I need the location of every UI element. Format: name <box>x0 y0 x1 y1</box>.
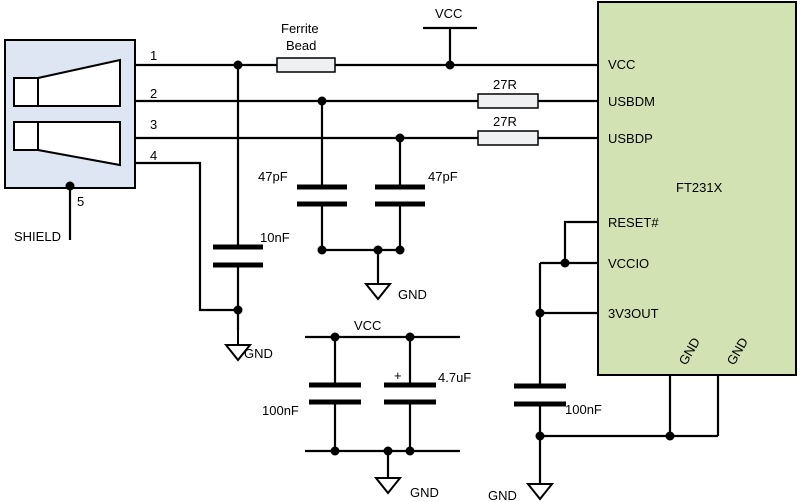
junction-dots <box>65 60 675 456</box>
capacitor-47pf-dm-label: 47pF <box>258 169 288 184</box>
capacitor-10nf <box>213 244 263 268</box>
capacitor-100nf-label: 100nF <box>262 403 299 418</box>
capacitor-100nf-decoupling <box>309 382 361 405</box>
ground-symbol <box>223 330 253 362</box>
chip-pin-usbdp: USBDP <box>608 131 653 146</box>
capacitor-47pf-dp-label: 47pF <box>428 169 458 184</box>
ft231x-chip <box>597 1 797 376</box>
connector-shield-pin: 5 <box>77 194 84 209</box>
connector-pin-1: 1 <box>150 48 157 63</box>
ferrite-label-line2: Bead <box>286 38 316 53</box>
chip-pin-vccio: VCCIO <box>608 256 649 271</box>
capacitor-polarity-plus: + <box>394 368 402 383</box>
decoupling-vcc-label: VCC <box>354 318 381 333</box>
capacitor-100nf-vccio <box>514 383 566 407</box>
connector-pin-2: 2 <box>150 86 157 101</box>
chip-name: FT231X <box>676 180 723 195</box>
capacitor-47pf-dm <box>297 184 347 207</box>
ferrite-bead <box>276 57 336 73</box>
chip-pin-usbdm: USBDM <box>608 94 655 109</box>
resistor-usbdm <box>477 93 539 109</box>
gnd-label: GND <box>244 346 273 361</box>
usb-connector-icon <box>13 58 121 167</box>
usb-connector <box>4 39 136 189</box>
vcc-top-label: VCC <box>435 6 462 21</box>
ground-symbol <box>525 483 555 501</box>
resistor-usbdm-label: 27R <box>493 77 517 92</box>
gnd-label: GND <box>488 488 517 502</box>
connector-pin-3: 3 <box>150 117 157 132</box>
gnd-label: GND <box>398 287 427 302</box>
capacitor-vccio-label: 100nF <box>565 402 602 417</box>
resistor-usbdp-label: 27R <box>493 114 517 129</box>
capacitor-47pf-dp <box>375 184 425 207</box>
chip-pin-3v3out: 3V3OUT <box>608 306 659 321</box>
shield-label: SHIELD <box>14 229 61 244</box>
capacitor-4-7uf <box>384 382 436 405</box>
ferrite-label-line1: Ferrite <box>281 21 319 36</box>
capacitor-10nf-label: 10nF <box>260 230 290 245</box>
gnd-label: GND <box>410 485 439 500</box>
ground-symbol <box>373 477 403 495</box>
chip-pin-reset: RESET# <box>608 215 659 230</box>
capacitor-4-7uf-label: 4.7uF <box>438 370 471 385</box>
chip-pin-vcc: VCC <box>608 57 635 72</box>
ground-symbol <box>363 282 393 301</box>
resistor-usbdp <box>477 130 539 146</box>
connector-pin-4: 4 <box>150 148 157 163</box>
